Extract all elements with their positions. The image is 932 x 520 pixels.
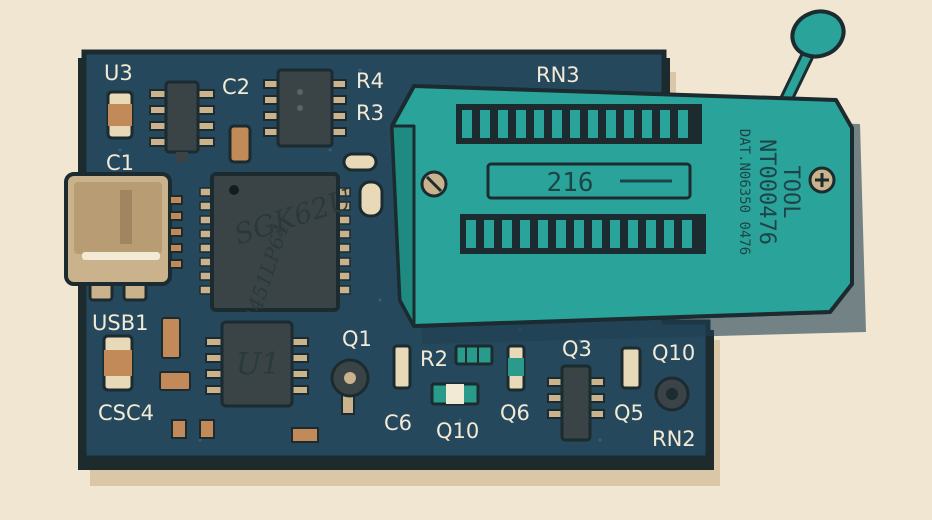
zif-text-date: DAT.N06350 0476 xyxy=(736,129,752,255)
q10-resistor xyxy=(430,382,480,406)
label-rn3: RN3 xyxy=(536,63,580,87)
label-q1: Q1 xyxy=(342,327,372,351)
u3-capacitor xyxy=(106,90,134,140)
oval-pad xyxy=(358,180,384,218)
zif-center-label: 216 xyxy=(547,168,594,198)
label-r2: R2 xyxy=(420,347,448,371)
u1-chip: U1 xyxy=(205,320,309,408)
zif-text-model: NT000476 xyxy=(754,139,779,245)
label-usb1: USB1 xyxy=(92,311,148,335)
zif-top-pins xyxy=(462,110,688,138)
zif-screw-right xyxy=(808,166,836,194)
zif-screw-left xyxy=(420,170,448,198)
label-u3: U3 xyxy=(104,61,133,85)
label-r4: R4 xyxy=(356,69,384,93)
csc4-pads xyxy=(171,419,319,443)
label-q5: Q5 xyxy=(614,401,644,425)
q6-capacitor xyxy=(506,344,526,392)
u1-chip-label: U1 xyxy=(236,347,280,382)
label-q6: Q6 xyxy=(500,401,530,425)
zif-bottom-pins xyxy=(466,220,692,248)
label-r3: R3 xyxy=(356,101,384,125)
zif-socket: 216 TOOL NT000476 DAT.N06350 0476 xyxy=(390,9,866,344)
q3-chip xyxy=(547,364,605,442)
r4-chip xyxy=(263,68,347,148)
main-microcontroller: SGK62U '451LP64 xyxy=(199,172,357,319)
csc4-capacitor xyxy=(102,334,134,392)
label-c6: C6 xyxy=(384,411,412,435)
r2-resistor xyxy=(454,344,494,366)
label-q3: Q3 xyxy=(562,337,592,361)
label-q10-bottom: Q10 xyxy=(436,419,479,443)
r3-resistor xyxy=(342,152,378,172)
u3-chip xyxy=(149,80,215,162)
label-c1: C1 xyxy=(106,151,134,175)
label-q10-top: Q10 xyxy=(652,341,695,365)
c6-capacitor xyxy=(392,344,412,390)
c2-capacitor xyxy=(228,124,252,164)
q1-transistor xyxy=(330,358,370,415)
zif-text-tool: TOOL xyxy=(778,166,803,219)
usb-connector xyxy=(64,172,183,302)
label-csc4: CSC4 xyxy=(98,401,154,425)
label-c2: C2 xyxy=(222,75,250,99)
label-rn2: RN2 xyxy=(652,427,696,451)
rn2-transistor xyxy=(654,376,690,412)
q10-capacitor xyxy=(620,346,642,390)
pin-header-small xyxy=(159,317,191,391)
